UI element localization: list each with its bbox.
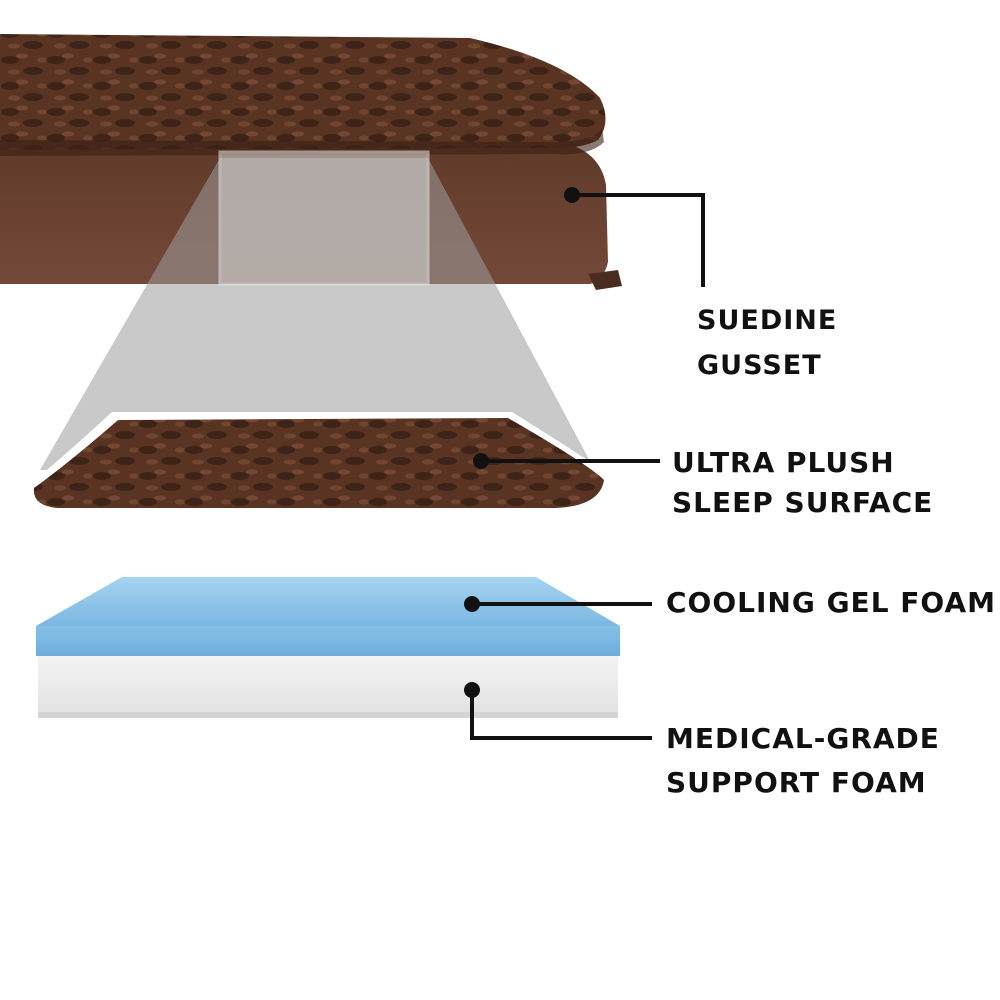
callout-support <box>464 682 652 740</box>
callout-gusset <box>564 187 705 287</box>
callout-surface <box>473 453 660 469</box>
label-line: MEDICAL-GRADE <box>666 722 940 755</box>
magnifier-cone <box>40 158 600 480</box>
label-line: GUSSET <box>697 350 822 381</box>
label-line: ULTRA PLUSH <box>672 446 895 479</box>
gel-foam-front <box>36 626 620 656</box>
gel-foam-top <box>36 577 620 626</box>
label-ultra-plush-sleep-surface: ULTRA PLUSH SLEEP SURFACE <box>672 443 933 523</box>
label-line: SUEDINE <box>697 305 838 336</box>
label-line: SLEEP SURFACE <box>672 486 934 519</box>
label-suedine-gusset: SUEDINE GUSSET <box>697 298 837 388</box>
fur-edge-shadow <box>0 128 604 156</box>
callout-gel <box>464 596 652 612</box>
sleep-surface-slab <box>24 412 612 514</box>
support-foam-bottom-edge <box>38 712 618 718</box>
sleep-surface-fur <box>33 418 605 508</box>
label-line: COOLING GEL FOAM <box>666 586 996 619</box>
support-foam-layer <box>38 654 618 716</box>
magnifier-window <box>218 150 430 286</box>
zipper-tab <box>588 270 622 290</box>
label-cooling-gel-foam: COOLING GEL FOAM <box>666 585 996 620</box>
callout-line-support <box>470 690 652 740</box>
label-medical-grade-support-foam: MEDICAL-GRADE SUPPORT FOAM <box>666 717 940 805</box>
label-line: SUPPORT FOAM <box>666 766 927 799</box>
foam-stack <box>36 577 620 718</box>
magnifier-projection <box>40 150 600 480</box>
fur-top-cushion <box>0 34 606 150</box>
callout-line-gusset <box>572 193 705 287</box>
